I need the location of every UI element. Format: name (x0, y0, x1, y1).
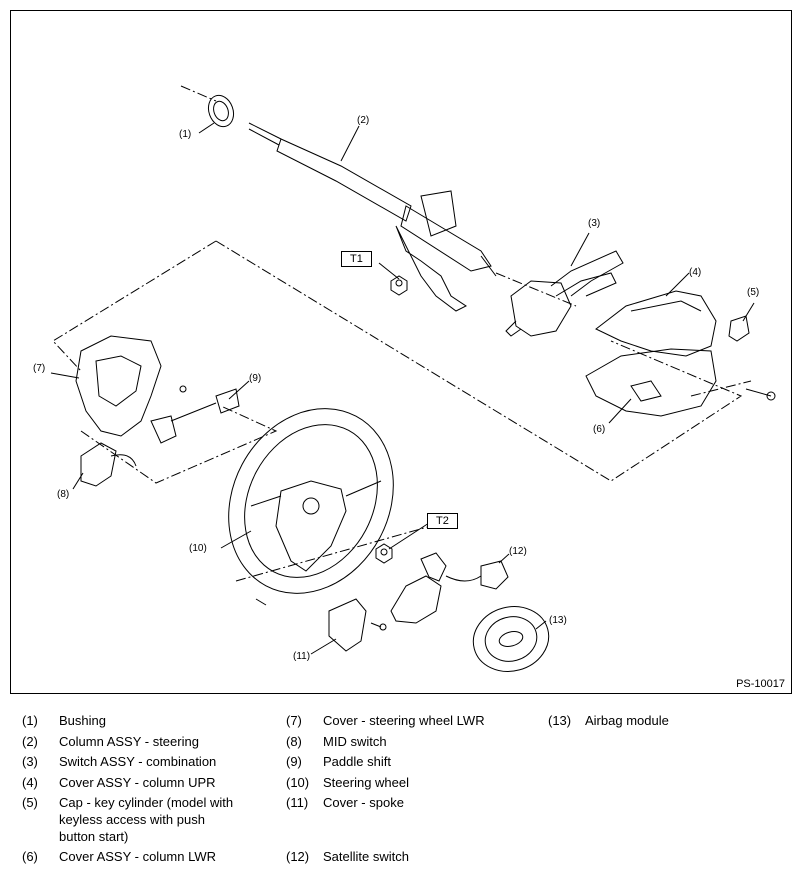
legend-description: Satellite switch (323, 849, 409, 864)
legend-description: Cover - spoke (323, 795, 404, 810)
callout-3: (3) (588, 218, 601, 229)
callout-11: (11) (293, 651, 311, 662)
paddle-shift-part (150, 385, 240, 444)
callout-6: (6) (593, 424, 606, 435)
legend-description: Cover ASSY - column LWR (59, 849, 217, 864)
callout-9: (9) (249, 373, 262, 384)
legend-description: Paddle shift (323, 754, 391, 769)
bushing-part (207, 94, 235, 128)
steering-column-part (248, 122, 497, 312)
spoke-cover-part (328, 598, 387, 652)
callout-2: (2) (357, 115, 370, 126)
callout-13: (13) (549, 615, 567, 626)
axis-line (495, 272, 577, 307)
legend-description: Column ASSY - steering (59, 734, 199, 749)
legend-description: Bushing (59, 713, 106, 728)
steering-wheel-lower-cover-part (75, 335, 162, 437)
t2-nut-part (375, 543, 393, 564)
figure-id: PS-10017 (736, 678, 785, 690)
lower-column-cover-part (585, 348, 776, 417)
legend-description: Cap - key cylinder (model with keyless a… (59, 795, 234, 844)
legend-number: (10) (286, 775, 310, 790)
satellite-switch-part (390, 552, 509, 624)
frame-line (235, 525, 432, 582)
legend-description: Airbag module (585, 713, 669, 728)
legend-number: (12) (286, 849, 310, 864)
legend-description: Cover ASSY - column UPR (59, 775, 216, 790)
diagram-drawing (50, 85, 776, 672)
frame-line (215, 240, 743, 482)
legend-description: Steering wheel (323, 775, 409, 790)
airbag-module-part (472, 606, 550, 672)
callout-5: (5) (747, 287, 760, 298)
legend-description: Switch ASSY - combination (59, 754, 217, 769)
callout-10: (10) (189, 543, 207, 554)
leader-lines (50, 122, 755, 655)
callout-12: (12) (509, 546, 527, 557)
legend-number: (4) (22, 775, 38, 790)
axis-line (180, 85, 217, 102)
torque-label-t1: T1 (341, 251, 372, 267)
legend-number: (1) (22, 713, 38, 728)
t1-nut-part (390, 275, 408, 296)
frame-line (80, 405, 278, 484)
callout-4: (4) (689, 267, 702, 278)
legend-number: (2) (22, 734, 38, 749)
steering-wheel-part (228, 408, 394, 606)
callout-8: (8) (57, 489, 70, 500)
frame-line (52, 240, 217, 372)
legend-number: (7) (286, 713, 302, 728)
legend-number: (11) (286, 795, 309, 810)
legend-number: (5) (22, 795, 38, 810)
axis-line (690, 380, 752, 397)
callout-7: (7) (33, 363, 46, 374)
legend-description: Cover - steering wheel LWR (323, 713, 485, 728)
upper-column-cover-part (595, 290, 717, 357)
torque-label-t2: T2 (427, 513, 458, 529)
legend-number: (8) (286, 734, 302, 749)
legend-number: (6) (22, 849, 38, 864)
key-cylinder-cap-part (728, 315, 750, 342)
exploded-diagram: T1 T2 (1) (2) (3) (4) (5) (6) (7) (8) (9… (10, 10, 792, 694)
legend-number: (13) (548, 713, 572, 728)
legend-number: (9) (286, 754, 302, 769)
combination-switch-part (505, 250, 624, 337)
parts-legend: (1) Bushing (2) Column ASSY - steering (… (22, 710, 792, 870)
legend-number: (3) (22, 754, 38, 769)
callout-1: (1) (179, 129, 192, 140)
legend-description: MID switch (323, 734, 387, 749)
mid-switch-part (80, 442, 137, 487)
